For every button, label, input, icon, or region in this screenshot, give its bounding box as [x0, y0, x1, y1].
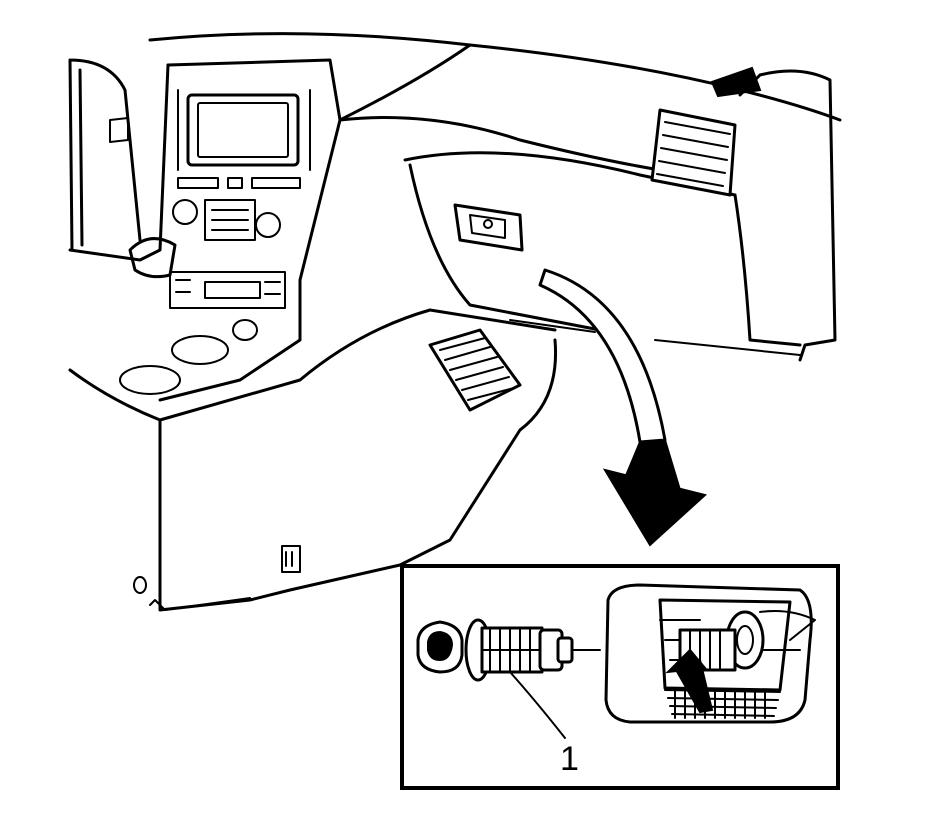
latch-housing — [604, 583, 816, 724]
gear-shifter — [128, 237, 177, 279]
instrument-panel — [68, 32, 842, 612]
callout-leader — [509, 671, 566, 739]
radio-buttons — [172, 177, 301, 241]
glove-box — [408, 163, 602, 333]
right-air-vent — [650, 108, 737, 197]
climate-panel — [169, 271, 286, 309]
inset-detail: 1 — [400, 564, 840, 790]
radio-screen — [186, 93, 300, 167]
floor-vent — [428, 328, 522, 412]
removal-arrow — [538, 268, 708, 547]
console-vent — [281, 545, 301, 573]
callout-label-1: 1 — [560, 740, 579, 778]
cup-holders — [119, 319, 258, 395]
lock-cylinder — [416, 618, 601, 682]
